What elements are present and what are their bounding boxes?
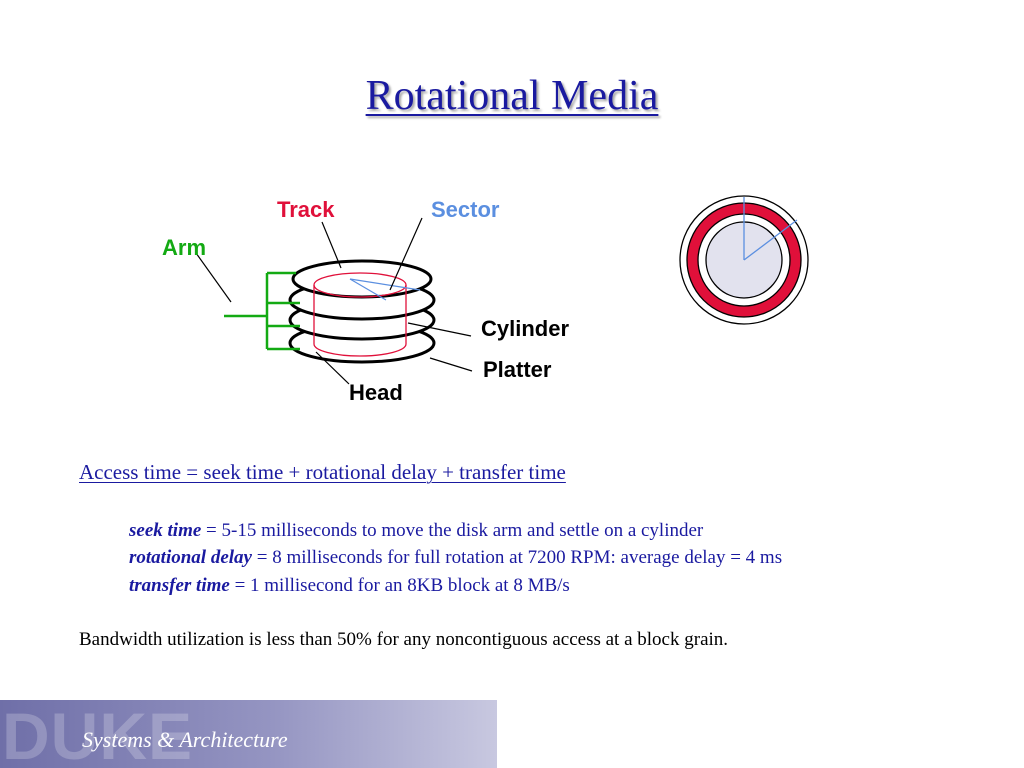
platter-stack (288, 259, 436, 364)
cylinder (313, 272, 407, 357)
sector-lines (349, 278, 421, 301)
platter-label: Platter (483, 357, 552, 382)
detail-term: transfer time (129, 575, 230, 596)
cylinder-label: Cylinder (481, 316, 570, 341)
footer-subtitle: Systems & Architecture (82, 727, 288, 752)
transfer-time-detail: transfer time = 1 millisecond for an 8KB… (129, 575, 570, 597)
seek-time-detail: seek time = 5-15 milliseconds to move th… (129, 520, 703, 542)
duke-logo: DUKE (2, 700, 194, 768)
detail-term: seek time (129, 520, 202, 541)
callout-lines (195, 217, 473, 385)
footer-banner: DUKE Systems & Architecture (0, 700, 497, 768)
track-label: Track (277, 197, 335, 222)
detail-term: rotational delay (129, 547, 252, 568)
sector-label: Sector (431, 197, 500, 222)
arm-label: Arm (162, 235, 207, 260)
access-time-formula: Access time = seek time + rotational del… (79, 460, 566, 484)
detail-text: = 1 millisecond for an 8KB block at 8 MB… (229, 575, 570, 596)
head-label: Head (349, 380, 403, 405)
detail-text: = 8 milliseconds for full rotation at 72… (251, 547, 783, 568)
bandwidth-note: Bandwidth utilization is less than 50% f… (79, 629, 729, 650)
disk-top-view (679, 195, 809, 325)
rotational-delay-detail: rotational delay = 8 milliseconds for fu… (129, 547, 782, 569)
detail-text: = 5-15 milliseconds to move the disk arm… (201, 520, 704, 541)
arm (224, 271, 300, 351)
slide-title: Rotational Media (365, 73, 659, 119)
